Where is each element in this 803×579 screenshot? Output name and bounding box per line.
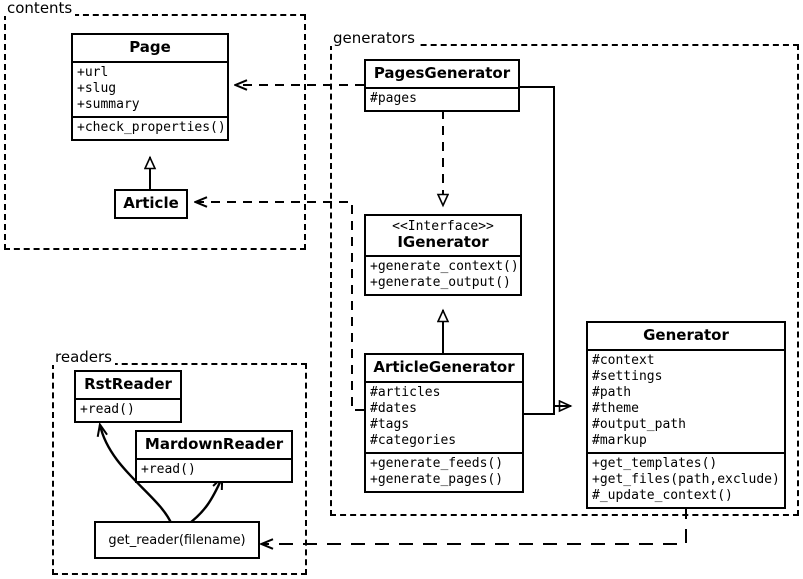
package-contents-label: contents (4, 0, 76, 16)
class-mardown-reader[interactable]: MardownReader +read() (135, 430, 293, 483)
class-page-title: Page (129, 38, 171, 56)
class-member: #_update_context() (592, 488, 733, 503)
class-article-generator-attributes: #articles #dates #tags #categories (366, 381, 522, 452)
class-member: #pages (370, 91, 417, 106)
class-member: #articles (370, 385, 441, 400)
class-article[interactable]: Article (114, 189, 188, 219)
class-article-generator[interactable]: ArticleGenerator #articles #dates #tags … (364, 353, 524, 493)
class-page-methods: +check_properties() (73, 116, 227, 139)
class-rst-reader-title: RstReader (84, 375, 172, 393)
class-generator-title: Generator (643, 326, 729, 344)
function-get-reader-label: get_reader(filename) (108, 532, 246, 548)
class-member: #path (592, 385, 632, 400)
class-pages-generator-title: PagesGenerator (373, 64, 511, 82)
class-rst-reader[interactable]: RstReader +read() (74, 370, 182, 423)
class-member: +get_templates() (592, 456, 718, 471)
class-member: +url (77, 65, 109, 80)
class-rst-reader-methods: +read() (76, 398, 180, 421)
package-contents (4, 14, 306, 250)
class-article-generator-title: ArticleGenerator (373, 358, 515, 376)
class-pages-generator[interactable]: PagesGenerator #pages (364, 59, 520, 112)
class-member: +generate_pages() (370, 472, 504, 487)
class-page-attributes: +url +slug +summary (73, 61, 227, 116)
class-article-title: Article (123, 194, 179, 212)
class-member: #categories (370, 433, 457, 448)
class-member: +read() (80, 402, 135, 417)
class-member: +slug (77, 81, 117, 96)
class-igenerator-title: IGenerator (397, 233, 489, 251)
class-member: #tags (370, 417, 410, 432)
class-member: #markup (592, 433, 647, 448)
class-article-generator-methods: +generate_feeds() +generate_pages() (366, 452, 522, 491)
class-member: +check_properties() (77, 120, 226, 135)
class-generator[interactable]: Generator #context #settings #path #them… (586, 321, 786, 509)
class-generator-methods: +get_templates() +get_files(path,exclude… (588, 452, 784, 507)
class-member: +generate_feeds() (370, 456, 504, 471)
class-member: #theme (592, 401, 639, 416)
class-member: +generate_context() (370, 259, 519, 274)
package-generators-label: generators (330, 30, 418, 46)
class-member: +generate_output() (370, 275, 511, 290)
class-igenerator[interactable]: <<Interface>> IGenerator +generate_conte… (364, 214, 522, 296)
class-igenerator-methods: +generate_context() +generate_output() (366, 255, 520, 294)
class-member: #settings (592, 369, 663, 384)
function-get-reader[interactable]: get_reader(filename) (94, 521, 260, 559)
class-member: #context (592, 353, 655, 368)
class-mardown-reader-methods: +read() (137, 458, 291, 481)
class-member: #output_path (592, 417, 686, 432)
class-igenerator-stereotype: <<Interface>> (392, 219, 494, 234)
package-readers (52, 363, 307, 575)
class-page[interactable]: Page +url +slug +summary +check_properti… (71, 33, 229, 141)
class-pages-generator-attributes: #pages (366, 87, 518, 110)
package-readers-label: readers (52, 349, 115, 365)
class-member: +read() (141, 462, 196, 477)
class-member: +summary (77, 97, 140, 112)
class-generator-attributes: #context #settings #path #theme #output_… (588, 349, 784, 452)
class-member: #dates (370, 401, 417, 416)
class-member: +get_files(path,exclude) (592, 472, 780, 487)
class-mardown-reader-title: MardownReader (144, 435, 284, 453)
